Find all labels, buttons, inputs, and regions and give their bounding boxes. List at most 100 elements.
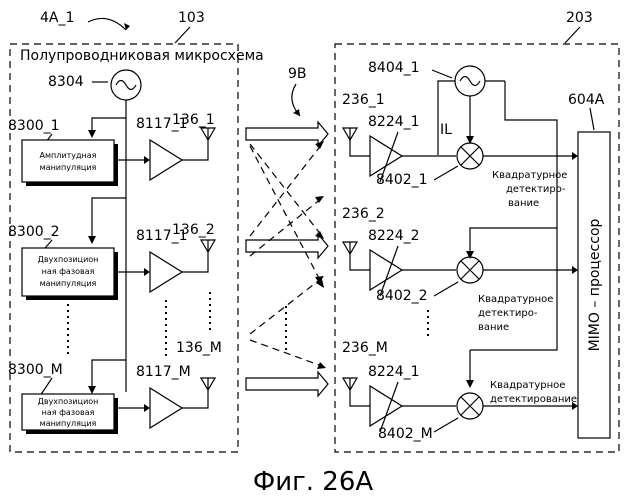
mimo-processor-label: MIMO – процессор xyxy=(587,218,603,351)
rx-ant-2-to-amp xyxy=(350,254,370,270)
amp-2-triangle xyxy=(150,252,182,292)
rx-lo-to-mix-2 xyxy=(470,228,557,255)
tx-lo-to-mod-1-arrow xyxy=(88,130,96,138)
link-ref-leader-arrow xyxy=(293,109,300,116)
mod-m-to-amp-arrow xyxy=(144,404,150,412)
mod-m-text-2: ная фазовая xyxy=(42,408,95,417)
antenna-icon xyxy=(343,128,357,140)
rx-det-2-line-1: Квадратурное xyxy=(478,294,553,305)
rx-mix-ref-1-leader xyxy=(434,166,458,180)
rx-lo-feed xyxy=(438,81,455,155)
cross-link-m-m-arrow xyxy=(317,362,326,369)
chip-title: Полупроводниковая микросхема xyxy=(20,48,264,64)
amp-ref-m: 8117_M xyxy=(136,364,191,380)
tx-lo-to-mod-1 xyxy=(92,118,126,134)
rx-chip-ref: 203 xyxy=(566,10,593,26)
mod-2-text-2: ная фазовая xyxy=(42,267,95,276)
mod-ref-m-leader xyxy=(40,378,52,396)
rx-mix-2-arrow xyxy=(572,266,578,274)
mod-1-box xyxy=(22,140,114,182)
link-arrow-2 xyxy=(246,234,328,258)
antenna-icon xyxy=(343,378,357,390)
rx-ant-ref-1: 236_1 xyxy=(342,92,385,108)
rx-ant-1-to-amp xyxy=(350,140,370,156)
transmitter-leader xyxy=(88,18,126,30)
rx-amp-m-gain xyxy=(380,382,398,432)
rx-chip-ref-leader xyxy=(565,27,580,43)
tx-ant-ref-m: 136_M xyxy=(176,340,222,356)
mimo-ref: 604A xyxy=(568,92,605,108)
mod-2-to-amp-arrow xyxy=(144,268,150,276)
rx-mix-ref-m-leader xyxy=(434,418,458,432)
rx-det-1-line-1: Квадратурное xyxy=(492,170,567,181)
amp-m-triangle xyxy=(150,388,182,428)
mod-1-to-amp-arrow xyxy=(144,156,150,164)
transmitter-label: 4A_1 xyxy=(40,10,74,26)
mixer-cross-icon xyxy=(461,397,479,415)
tx-lo-to-mod-2-arrow xyxy=(88,236,96,244)
tx-lo-to-mod-m-arrow xyxy=(88,386,96,394)
amp-2-to-ant xyxy=(182,252,208,272)
il-label: IL xyxy=(440,122,452,138)
mod-m-text-3: манипуляция xyxy=(40,419,97,428)
sine-wave-icon xyxy=(460,77,480,86)
mod-1-text-1: Амплитудная xyxy=(40,151,97,160)
tx-lo-to-mod-m xyxy=(92,360,126,390)
rx-ant-m-to-amp xyxy=(350,390,370,406)
rx-oscillator-ref: 8404_1 xyxy=(368,60,420,76)
mod-ref-1: 8300_1 xyxy=(8,118,60,134)
link-arrow-m xyxy=(246,372,328,396)
rx-amp-2-triangle xyxy=(370,250,402,290)
amp-1-triangle xyxy=(150,140,182,180)
rx-mix-ref-2-leader xyxy=(434,282,458,296)
rx-det-2-line-2: детектиро- xyxy=(478,308,538,319)
rx-amp-ref-1: 8224_1 xyxy=(368,114,420,130)
amp-m-to-ant xyxy=(182,390,208,408)
rx-ant-ref-2: 236_2 xyxy=(342,206,385,222)
rx-det-m-line-2: детектирование xyxy=(490,394,577,405)
tx-chip-ref: 103 xyxy=(178,10,205,26)
rx-amp-ref-m: 8224_1 xyxy=(368,364,420,380)
mod-ref-m: 8300_M xyxy=(8,362,63,378)
rx-det-1-line-3: вание xyxy=(508,198,539,209)
link-ref: 9B xyxy=(288,66,307,82)
rx-lo-to-mix-m-arrow xyxy=(466,380,474,388)
tx-ant-ref-2: 136_2 xyxy=(172,222,215,238)
mod-2-text-3: манипуляция xyxy=(40,279,97,288)
rx-mix-ref-m: 8402_M xyxy=(378,426,433,442)
sine-wave-icon xyxy=(116,81,136,90)
tx-lo-to-mod-2 xyxy=(92,198,126,240)
antenna-icon xyxy=(201,128,215,140)
mimo-ref-leader xyxy=(590,108,594,130)
antenna-icon xyxy=(201,240,215,252)
antenna-icon xyxy=(343,242,357,254)
mod-2-text-1: Двухпозицион xyxy=(38,255,99,264)
rx-mix-ref-2: 8402_2 xyxy=(376,288,428,304)
mixer-cross-icon xyxy=(461,147,479,165)
cross-link-1-m xyxy=(250,146,322,284)
tx-chip-ref-leader xyxy=(175,27,190,43)
rx-oscillator-leader xyxy=(432,70,452,78)
cross-link-1-2-arrow xyxy=(315,231,324,239)
amp-1-to-ant xyxy=(182,140,208,160)
mod-1-text-2: манипуляция xyxy=(40,163,97,172)
rx-amp-ref-2: 8224_2 xyxy=(368,228,420,244)
tx-ant-ref-1: 136_1 xyxy=(172,112,215,128)
rx-amp-1-triangle xyxy=(370,136,402,176)
mod-m-text-1: Двухпозицион xyxy=(38,397,99,406)
cross-link-2-1-arrow xyxy=(315,141,324,149)
tx-oscillator-ref: 8304 xyxy=(48,74,84,90)
link-arrow-1 xyxy=(246,122,328,146)
rx-det-m-line-1: Квадратурное xyxy=(490,380,565,391)
mod-ref-2: 8300_2 xyxy=(8,224,60,240)
rx-det-2-line-3: вание xyxy=(478,322,509,333)
rx-mix-ref-1: 8402_1 xyxy=(376,172,428,188)
rx-amp-m-triangle xyxy=(370,386,402,426)
cross-link-2-x xyxy=(250,198,322,256)
figure-caption: Фиг. 26A xyxy=(253,467,374,497)
antenna-icon xyxy=(201,378,215,390)
rx-ant-ref-m: 236_M xyxy=(342,340,388,356)
mixer-cross-icon xyxy=(461,261,479,279)
rx-mix-1-arrow xyxy=(572,152,578,160)
